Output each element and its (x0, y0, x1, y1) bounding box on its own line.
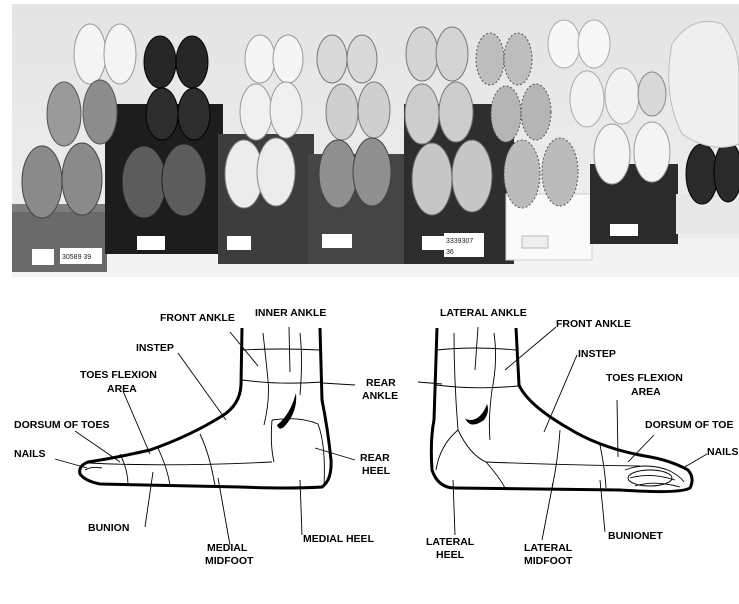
label-medial-midfoot: MEDIAL (207, 542, 248, 554)
label-instep: INSTEP (578, 348, 616, 360)
label-nails: NAILS (14, 448, 46, 460)
label-bunion: BUNION (88, 522, 129, 534)
left-foot-medial-view (80, 328, 331, 488)
label-rear-heel: REAR (360, 452, 390, 464)
label-medial-midfoot-2: MIDFOOT (205, 555, 254, 567)
label-toes-flexion-area: AREA (631, 386, 661, 398)
price-tag-text: 30589 39 (62, 254, 91, 261)
label-dorsum-of-toes: DORSUM OF TOES (14, 419, 109, 431)
label-lateral-midfoot: LATERAL (524, 542, 573, 554)
label-front-ankle: FRONT ANKLE (556, 318, 631, 330)
label-nails: NAILS (707, 446, 739, 458)
label-rear-ankle-2: ANKLE (362, 390, 398, 402)
label-instep: INSTEP (136, 342, 174, 354)
label-front-ankle: FRONT ANKLE (160, 312, 235, 324)
label-lateral-ankle: LATERAL ANKLE (440, 307, 527, 319)
price-tag-text: 3339307 (446, 238, 473, 245)
right-foot-lateral-view (431, 328, 692, 492)
label-toes-flexion: TOES FLEXION (606, 372, 683, 384)
label-dorsum-of-toe: DORSUM OF TOE (645, 419, 733, 431)
label-rear-ankle: REAR (366, 377, 396, 389)
label-rear-heel-2: HEEL (362, 465, 391, 477)
label-lateral-midfoot-2: MIDFOOT (524, 555, 573, 567)
label-toes-flexion: TOES FLEXION (80, 369, 157, 381)
price-tag-text: 36 (446, 249, 454, 256)
label-lateral-heel: LATERAL (426, 536, 475, 548)
foot-anatomy-diagram: FRONT ANKLE INNER ANKLE INSTEP TOES FLEX… (0, 277, 739, 604)
label-toes-flexion-area: AREA (107, 383, 137, 395)
shoe-display-photo: 30589 39 3339307 36 (12, 4, 739, 277)
right-foot-outline (431, 328, 692, 492)
label-bunionet: BUNIONET (608, 530, 663, 542)
label-medial-heel: MEDIAL HEEL (303, 533, 375, 545)
label-inner-ankle: INNER ANKLE (255, 307, 326, 319)
label-lateral-heel-2: HEEL (436, 549, 465, 561)
